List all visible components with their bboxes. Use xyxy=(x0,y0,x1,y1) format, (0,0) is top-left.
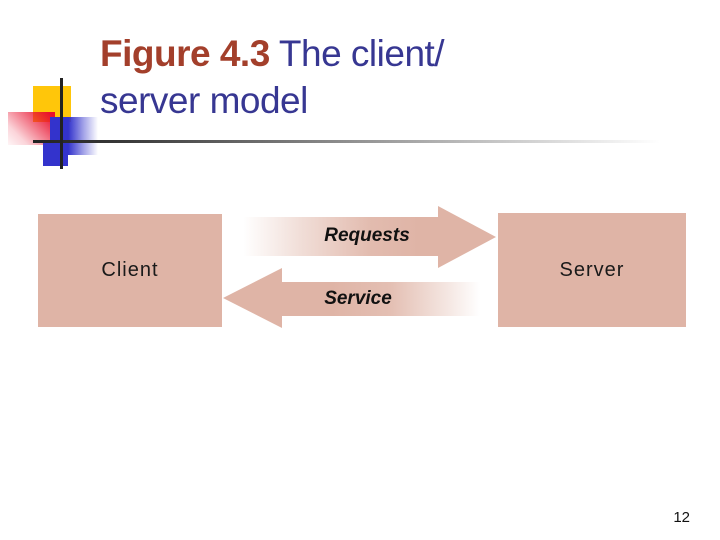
slide-title-line1: Figure 4.3 The client/ xyxy=(100,30,600,77)
client-box: Client xyxy=(38,214,222,327)
server-box: Server xyxy=(498,213,686,327)
title-underline-rule xyxy=(33,140,660,143)
service-arrow-label: Service xyxy=(324,288,392,309)
slide-title-line1-rest: The client/ xyxy=(269,33,445,74)
requests-arrow-label: Requests xyxy=(324,225,410,246)
decoration-vertical-line xyxy=(60,78,63,169)
requests-arrowhead-icon xyxy=(438,206,496,268)
slide-title: Figure 4.3 The client/ server model xyxy=(100,30,600,124)
service-arrowhead-icon xyxy=(223,268,282,328)
requests-arrow-body xyxy=(243,217,439,256)
server-box-label: Server xyxy=(559,258,625,281)
page-number: 12 xyxy=(673,509,690,526)
decoration-red-square xyxy=(8,112,55,145)
figure-number-label: Figure 4.3 xyxy=(100,33,270,74)
slide-title-line2: server model xyxy=(100,80,308,121)
decoration-blue-small-square xyxy=(43,140,68,166)
client-box-label: Client xyxy=(101,259,159,281)
service-arrow-body xyxy=(282,282,480,316)
